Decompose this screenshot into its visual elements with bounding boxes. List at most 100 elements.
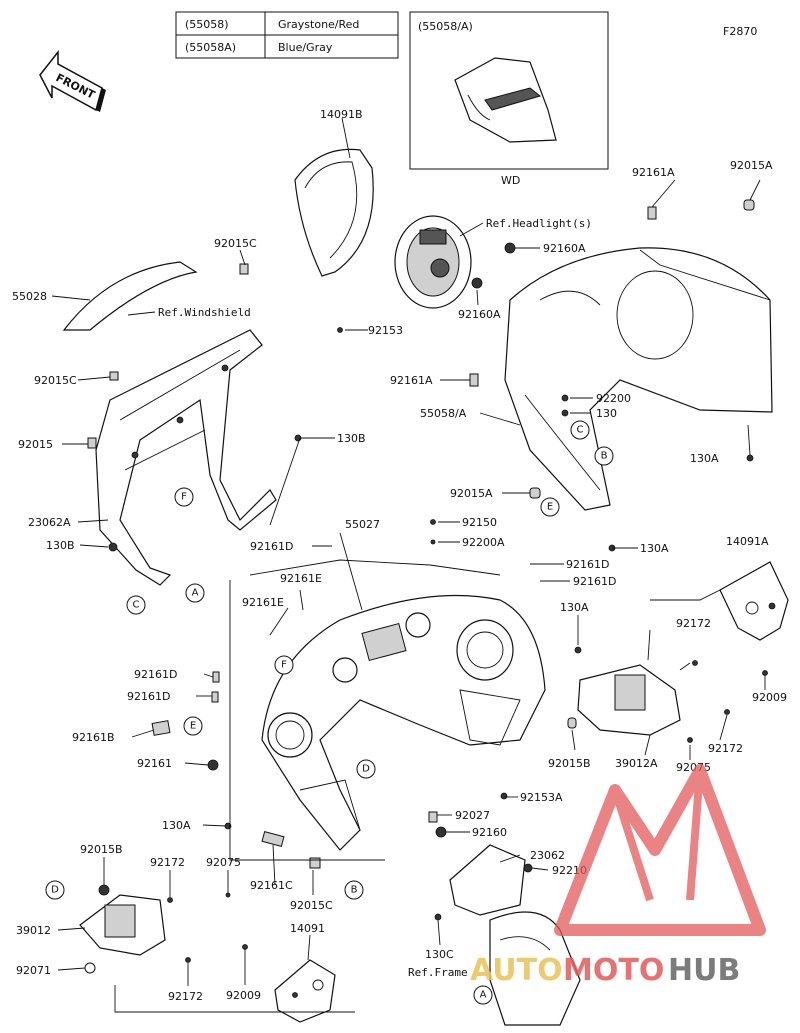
watermark-logo (554, 764, 766, 936)
part-label: 92009 (752, 691, 787, 704)
variant-name-2: Blue/Gray (278, 41, 333, 54)
part-label: 130A (690, 452, 719, 465)
part-label: 14091B (320, 108, 363, 121)
part-label: 92200 (596, 392, 631, 405)
inner-fairing (261, 594, 546, 851)
variant-code-1: (55058) (185, 18, 229, 31)
part-label: 55027 (345, 518, 380, 531)
part-label: 92153 (368, 324, 403, 337)
svg-text:F: F (281, 660, 287, 671)
part-label: 92172 (676, 617, 711, 630)
part-label: 14091 (290, 922, 325, 935)
svg-text:MOTO: MOTO (563, 953, 664, 988)
svg-text:E: E (547, 502, 553, 513)
callout-marker: E (183, 716, 203, 736)
callout-marker: F (274, 655, 294, 675)
part-label: 92161D (134, 668, 177, 681)
front-arrow-icon: FRONT (39, 49, 106, 112)
callout-marker: E (540, 497, 560, 517)
part-label: 92172 (708, 742, 743, 755)
bracket-frame (95, 329, 277, 586)
callout-marker: C (570, 420, 590, 440)
svg-text:HUB: HUB (668, 953, 740, 988)
part-label: 92161A (390, 374, 433, 387)
part-label: 92161E (242, 596, 284, 609)
watermark-text: AUTO MOTO HUB (470, 953, 740, 988)
part-label: 92161D (566, 558, 609, 571)
part-label: 55028 (12, 290, 47, 303)
variant-code-2: (55058A) (185, 41, 236, 54)
svg-text:C: C (577, 425, 584, 436)
right-panel (719, 561, 789, 641)
inset-code: (55058/A) (418, 20, 473, 33)
callout-marker: A (473, 985, 493, 1005)
callout-marker: D (45, 880, 65, 900)
part-label: 92160A (543, 242, 586, 255)
part-label: 92075 (206, 856, 241, 869)
part-label: 130B (337, 432, 366, 445)
svg-text:F: F (181, 492, 187, 503)
part-label: 92161C (250, 879, 293, 892)
part-label: 92015C (214, 237, 257, 250)
inset-box: (55058/A) WD (409, 11, 609, 187)
part-label: 92015B (80, 843, 123, 856)
variant-name-1: Graystone/Red (278, 18, 359, 31)
part-label: 92071 (16, 964, 51, 977)
windshield (62, 261, 198, 331)
part-label: 92161A (632, 166, 675, 179)
part-label: Ref.Windshield (158, 306, 251, 319)
callout-marker: A (185, 583, 205, 603)
part-label: 92200A (462, 536, 505, 549)
part-label: Ref.Frame (408, 966, 468, 979)
svg-text:AUTO: AUTO (470, 953, 563, 988)
part-label: 92160 (472, 826, 507, 839)
outer-fairing (504, 247, 773, 511)
callout-markers: A A B B C C D D E E F F (45, 420, 614, 1005)
part-label: 23062 (530, 849, 565, 862)
svg-text:B: B (351, 885, 358, 896)
part-label: 14091A (726, 535, 769, 548)
part-label: 92015B (548, 757, 591, 770)
part-label: 92015A (450, 487, 493, 500)
svg-text:A: A (192, 588, 199, 599)
part-label: 130A (560, 601, 589, 614)
svg-text:A: A (480, 990, 487, 1001)
part-label: 55058/A (420, 407, 467, 420)
part-label: 92015C (34, 374, 77, 387)
variant-table: (55058) Graystone/Red (55058A) Blue/Gray (175, 11, 399, 59)
part-label: 92015A (730, 159, 773, 172)
part-label: 92160A (458, 308, 501, 321)
part-label: 130B (46, 539, 75, 552)
part-label: 130A (640, 542, 669, 555)
part-label: 92027 (455, 809, 490, 822)
part-label: 39012 (16, 924, 51, 937)
part-label: 130A (162, 819, 191, 832)
leader-lines (51, 117, 766, 1013)
right-bracket (577, 664, 681, 736)
figure-code: F2870 (723, 25, 757, 38)
part-label: 92015C (290, 899, 333, 912)
part-label: Ref.Headlight(s) (486, 217, 592, 230)
part-label: 92172 (150, 856, 185, 869)
svg-text:E: E (190, 721, 196, 732)
part-label: 92153A (520, 791, 563, 804)
left-bracket (79, 894, 166, 974)
lower-panel (274, 959, 336, 1023)
svg-text:B: B (601, 451, 608, 462)
part-label: 92172 (168, 990, 203, 1003)
part-label: 39012A (615, 757, 658, 770)
callout-marker: B (344, 880, 364, 900)
callout-marker: D (356, 759, 376, 779)
mount-bracket (449, 844, 581, 1026)
part-label: 92015 (18, 438, 53, 451)
inset-caption: WD (501, 174, 520, 187)
part-label: 92161D (250, 540, 293, 553)
part-label: 92161E (280, 572, 322, 585)
part-label: 23062A (28, 516, 71, 529)
part-label: 92161 (137, 757, 172, 770)
callout-marker: C (126, 595, 146, 615)
headlight-cover (294, 148, 374, 277)
part-label: 130C (425, 948, 454, 961)
small-parts (87, 199, 768, 963)
